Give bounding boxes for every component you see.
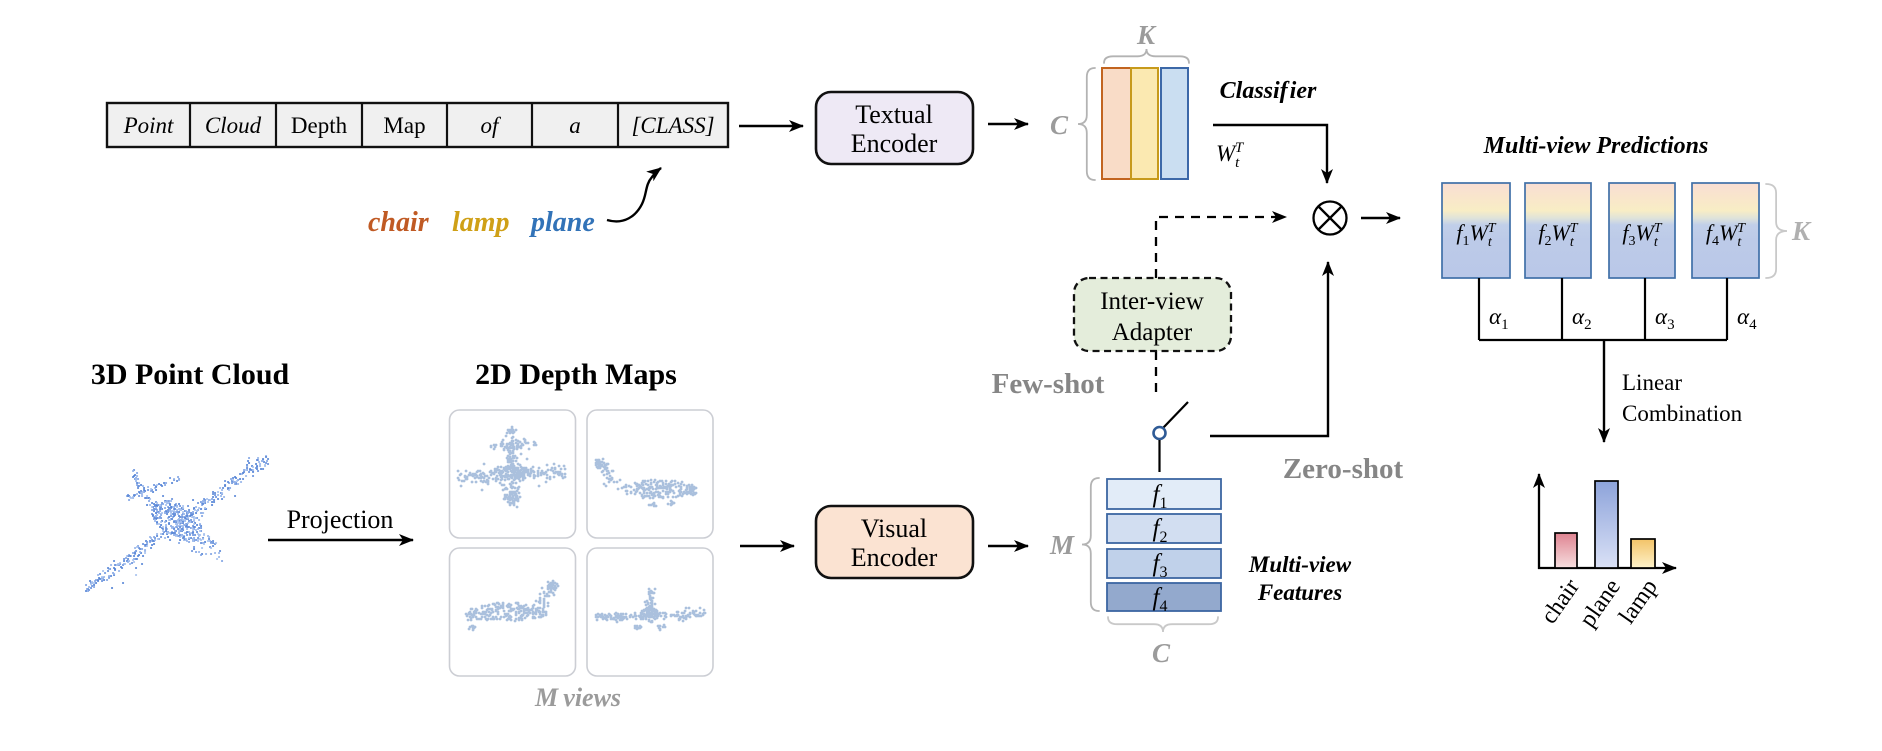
svg-text:plane: plane (529, 207, 595, 238)
svg-text:Encoder: Encoder (851, 129, 938, 158)
svg-text:Combination: Combination (1622, 401, 1743, 426)
svg-text:f2WtT: f2WtT (1538, 220, 1578, 250)
svg-text:chair: chair (368, 207, 430, 238)
svg-text:Features: Features (1257, 580, 1342, 605)
svg-text:of: of (481, 113, 503, 138)
svg-text:Adapter: Adapter (1112, 319, 1193, 346)
svg-text:Few-shot: Few-shot (992, 368, 1105, 400)
svg-text:M: M (1049, 530, 1075, 560)
svg-text:Encoder: Encoder (851, 543, 938, 572)
svg-text:2D Depth Maps: 2D Depth Maps (475, 358, 677, 391)
svg-text:C: C (1152, 638, 1171, 668)
svg-text:Linear: Linear (1622, 370, 1682, 395)
svg-text:C: C (1050, 110, 1069, 140)
svg-text:Cloud: Cloud (205, 113, 262, 138)
svg-text:a: a (569, 113, 581, 138)
svg-text:Multi-view: Multi-view (1248, 552, 1352, 577)
svg-text:Multi-view Predictions: Multi-view Predictions (1483, 133, 1709, 159)
svg-text:Visual: Visual (861, 514, 927, 543)
svg-text:K: K (1791, 216, 1812, 246)
svg-text:K: K (1136, 20, 1157, 50)
svg-text:Map: Map (383, 113, 425, 138)
svg-text:Zero-shot: Zero-shot (1283, 453, 1404, 485)
svg-text:M views: M views (534, 683, 621, 712)
svg-text:lamp: lamp (452, 207, 510, 238)
svg-text:Point: Point (123, 113, 174, 138)
svg-text:[CLASS]: [CLASS] (631, 113, 714, 138)
svg-text:Textual: Textual (855, 100, 933, 129)
svg-text:3D Point Cloud: 3D Point Cloud (91, 358, 290, 391)
svg-text:Inter-view: Inter-view (1100, 288, 1204, 315)
svg-text:Depth: Depth (291, 113, 348, 138)
svg-text:Projection: Projection (287, 505, 394, 534)
svg-text:Classif ier: Classif ier (1220, 78, 1317, 104)
